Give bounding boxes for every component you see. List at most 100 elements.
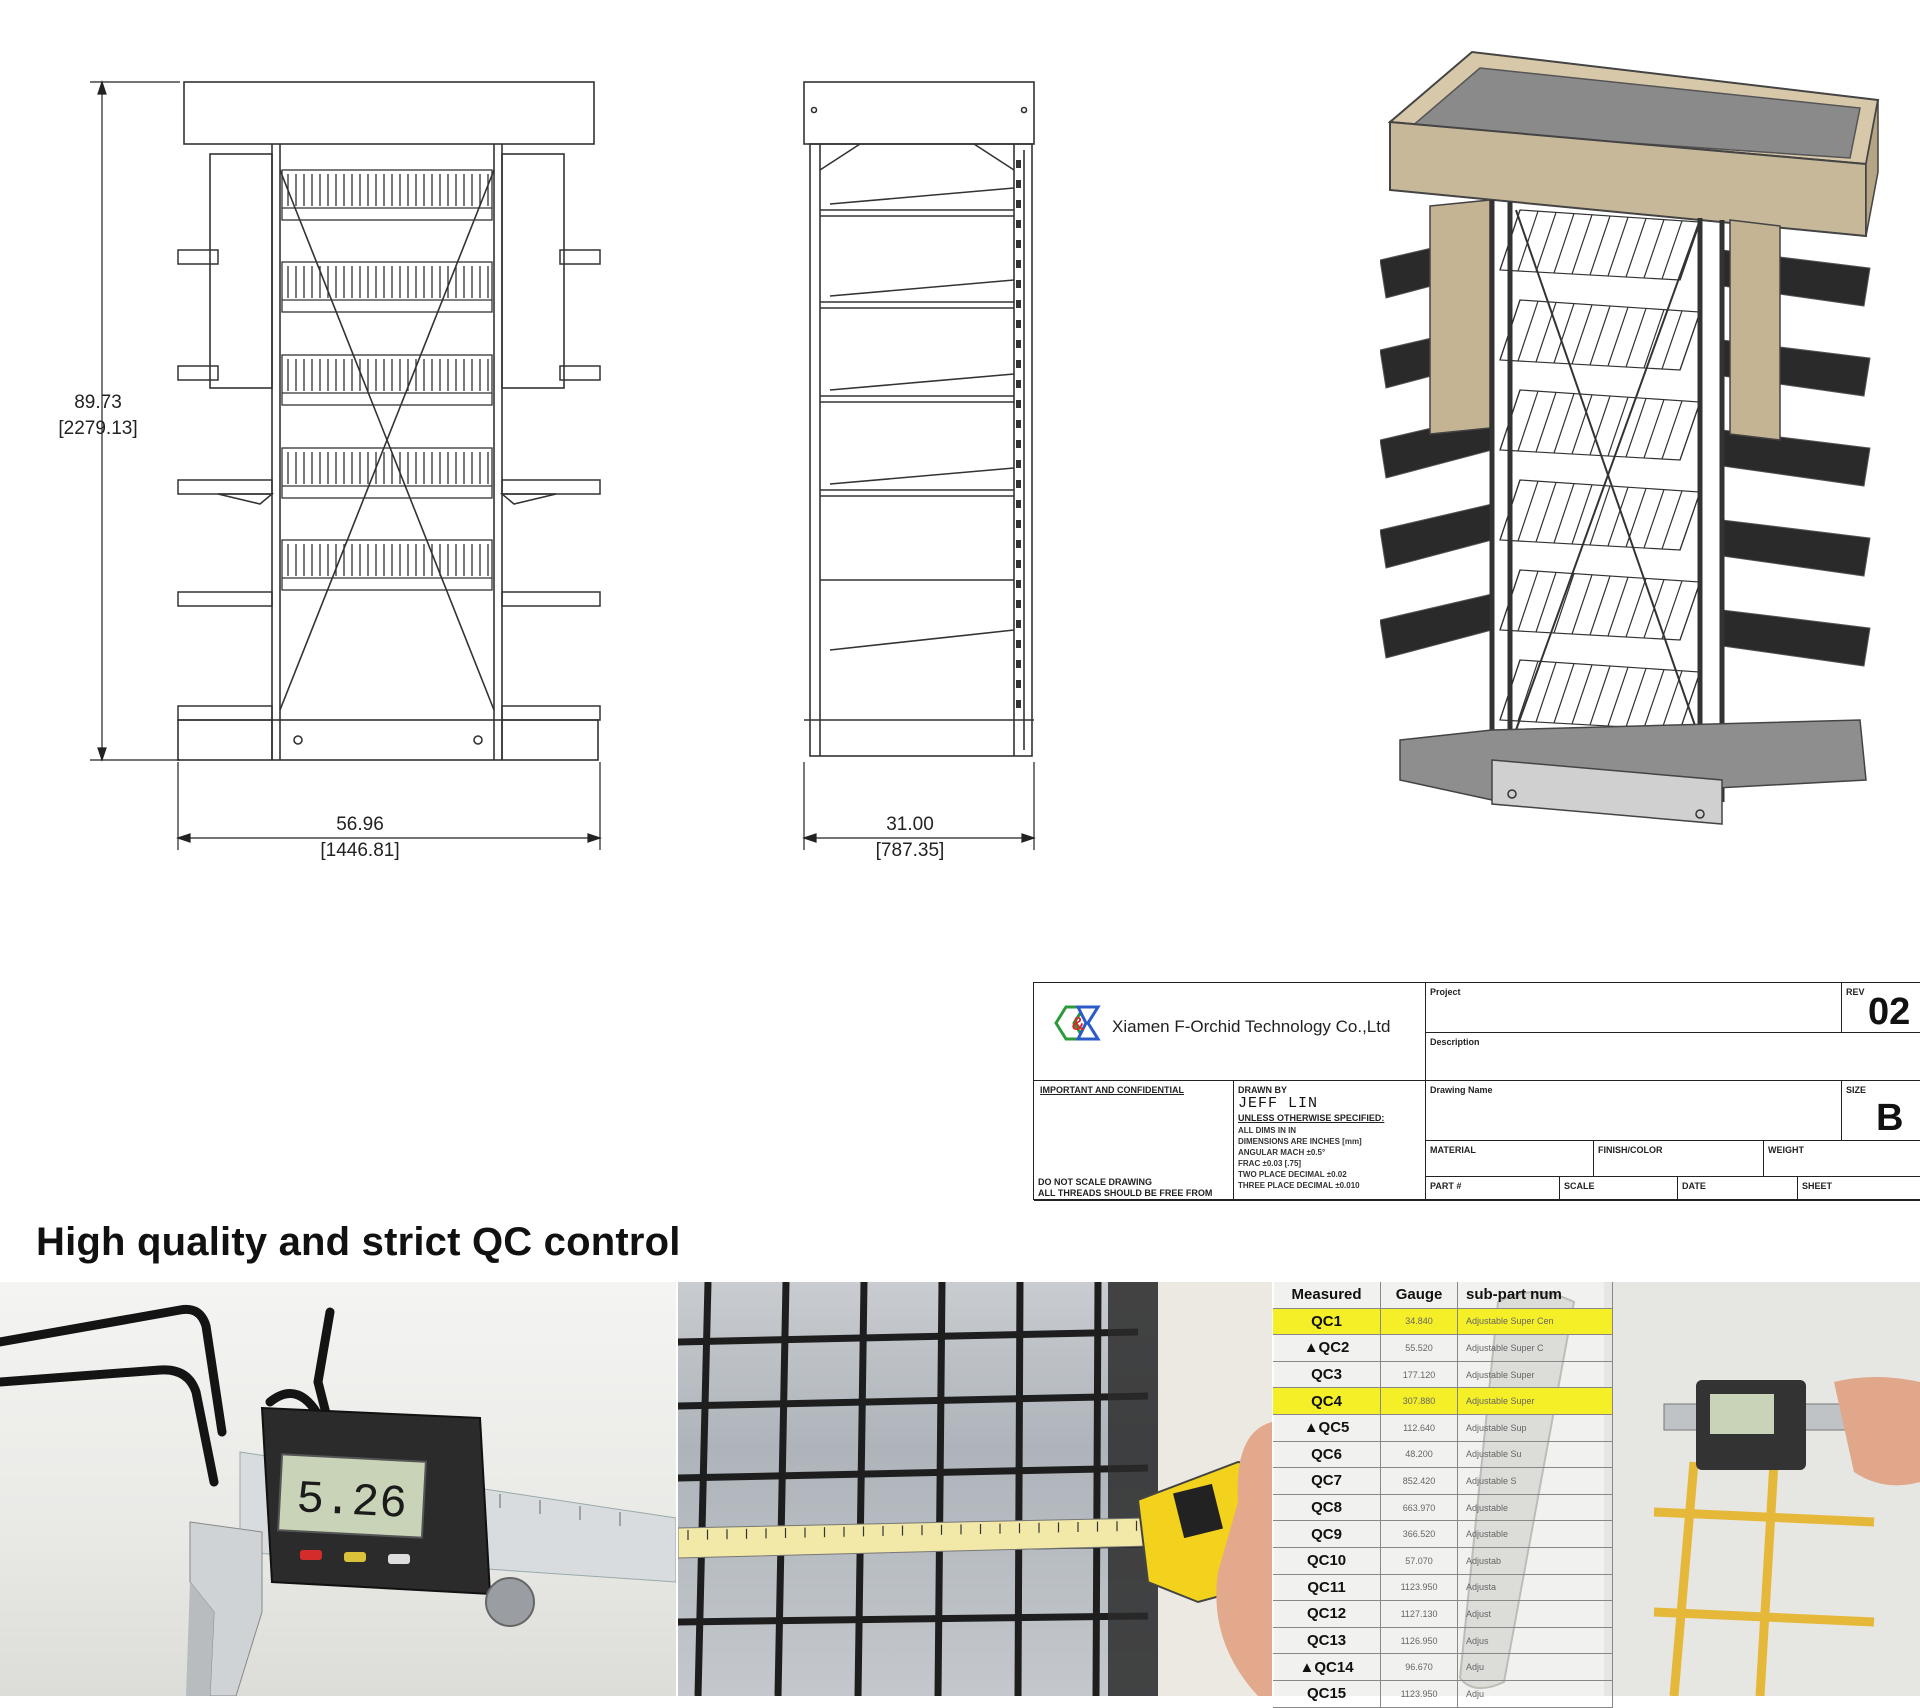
qc-sub-part: Adjusta: [1458, 1574, 1613, 1601]
isometric-render: [1380, 50, 1880, 825]
qc-id: QC11: [1273, 1574, 1382, 1601]
qc-gauge: 48.200: [1381, 1441, 1458, 1468]
front-view-drawing: [90, 80, 602, 850]
qc-gauge: 1123.950: [1381, 1574, 1458, 1601]
qc-gauge: 1126.950: [1381, 1627, 1458, 1654]
date-label: DATE: [1682, 1181, 1706, 1191]
important-label: IMPORTANT AND CONFIDENTIAL: [1040, 1085, 1184, 1095]
front-height-inches: 89.73: [74, 392, 122, 413]
col-sub-part: sub-part num: [1458, 1282, 1613, 1308]
material-label: MATERIAL: [1430, 1145, 1476, 1155]
note-line: ALL DIMS IN IN: [1238, 1126, 1297, 1135]
title-block: & Xiamen F-Orchid Technology Co.,Ltd Pro…: [1033, 982, 1920, 1201]
note-line: THREE PLACE DECIMAL ±0.010: [1238, 1181, 1360, 1190]
side-view-drawing: [802, 81, 1036, 850]
front-width-inches: 56.96: [336, 814, 384, 835]
company-logo-icon: &: [1054, 1005, 1101, 1041]
project-label: Project: [1430, 987, 1461, 997]
qc-sub-part: Adjus: [1458, 1627, 1613, 1654]
qc-sub-part: Adjustable Sup: [1458, 1414, 1613, 1441]
qc-sub-part: Adjustable Su: [1458, 1441, 1613, 1468]
qc-sub-part: Adjustable: [1458, 1521, 1613, 1547]
side-depth-mm: [787.35]: [875, 840, 945, 861]
qc-gauge: 96.670: [1381, 1654, 1458, 1680]
qc-gauge: 1123.950: [1381, 1680, 1458, 1707]
qc-gauge: 34.840: [1381, 1308, 1458, 1335]
qc-sub-part: Adjustable S: [1458, 1468, 1613, 1494]
qc-id: ▲QC2: [1273, 1335, 1382, 1361]
qc-gauge: 307.880: [1381, 1388, 1458, 1414]
qc-sub-part: Adjustable: [1458, 1494, 1613, 1521]
qc-id: QC3: [1273, 1361, 1382, 1388]
drawing-name-label: Drawing Name: [1430, 1085, 1493, 1095]
qc-id: QC13: [1273, 1627, 1382, 1654]
qc-gauge: 57.070: [1381, 1547, 1458, 1574]
photo-tape-measure: [678, 1282, 1272, 1696]
qc-sub-part: Adjust: [1458, 1601, 1613, 1627]
front-width-mm: [1446.81]: [320, 840, 400, 861]
qc-sub-part: Adju: [1458, 1680, 1613, 1707]
note-line: DIMENSIONS ARE INCHES [mm]: [1238, 1137, 1362, 1146]
tolerance-notes: ALL DIMS IN IN DIMENSIONS ARE INCHES [mm…: [1238, 1125, 1424, 1191]
col-gauge: Gauge: [1381, 1282, 1458, 1308]
basket: [281, 169, 493, 221]
note-line: FRAC ±0.03 [.75]: [1238, 1159, 1302, 1168]
front-height-mm: [2279.13]: [58, 418, 138, 439]
qc-sub-part: Adjustable Super C: [1458, 1335, 1613, 1361]
qc-id: QC1: [1273, 1308, 1382, 1335]
qc-id: QC6: [1273, 1441, 1382, 1468]
qc-id: QC9: [1273, 1521, 1382, 1547]
qc-sub-part: Adju: [1458, 1654, 1613, 1680]
qc-id: QC15: [1273, 1680, 1382, 1707]
qc-sub-part: Adjustab: [1458, 1547, 1613, 1574]
qc-heading: High quality and strict QC control: [36, 1220, 681, 1264]
description-label: Description: [1430, 1037, 1480, 1047]
qc-id: ▲QC5: [1273, 1414, 1382, 1441]
qc-sub-part: Adjustable Super Cen: [1458, 1308, 1613, 1335]
photo-qc-sheet: [1274, 1282, 1920, 1696]
drawn-by-label: DRAWN BY: [1238, 1085, 1287, 1095]
qc-gauge: 112.640: [1381, 1414, 1458, 1441]
finish-label: FINISH/COLOR: [1598, 1145, 1663, 1155]
drawn-by-value: JEFF LIN: [1238, 1095, 1319, 1112]
company-name: Xiamen F-Orchid Technology Co.,Ltd: [1112, 1017, 1391, 1036]
rev-label: REV: [1846, 987, 1865, 997]
qc-gauge: 366.520: [1381, 1521, 1458, 1547]
col-measured: Measured: [1273, 1282, 1382, 1308]
logo-text: &: [1072, 1014, 1085, 1034]
do-not-scale-note: DO NOT SCALE DRAWING: [1038, 1177, 1152, 1187]
qc-gauge: 1127.130: [1381, 1601, 1458, 1627]
basket: [281, 261, 493, 313]
size-value: B: [1876, 1097, 1904, 1139]
basket: [281, 447, 493, 499]
qc-gauge: 663.970: [1381, 1494, 1458, 1521]
note-line: ANGULAR MACH ±0.5°: [1238, 1148, 1326, 1157]
photo-caliper-hook: 5.26: [0, 1282, 676, 1696]
qc-id: QC7: [1273, 1468, 1382, 1494]
size-label: SIZE: [1846, 1085, 1867, 1095]
qc-id: QC4: [1273, 1388, 1382, 1414]
sheet-label: SHEET: [1802, 1181, 1833, 1191]
qc-gauge: 852.420: [1381, 1468, 1458, 1494]
qc-sub-part: Adjustable Super: [1458, 1361, 1613, 1388]
caliper-reading: 5.26: [295, 1473, 408, 1531]
burrs-note: ALL THREADS SHOULD BE FREE FROM: [1038, 1188, 1213, 1198]
dimension-spec-label: UNLESS OTHERWISE SPECIFIED:: [1238, 1113, 1385, 1123]
qc-id: QC12: [1273, 1601, 1382, 1627]
note-line: TWO PLACE DECIMAL ±0.02: [1238, 1170, 1347, 1179]
basket: [281, 539, 493, 591]
